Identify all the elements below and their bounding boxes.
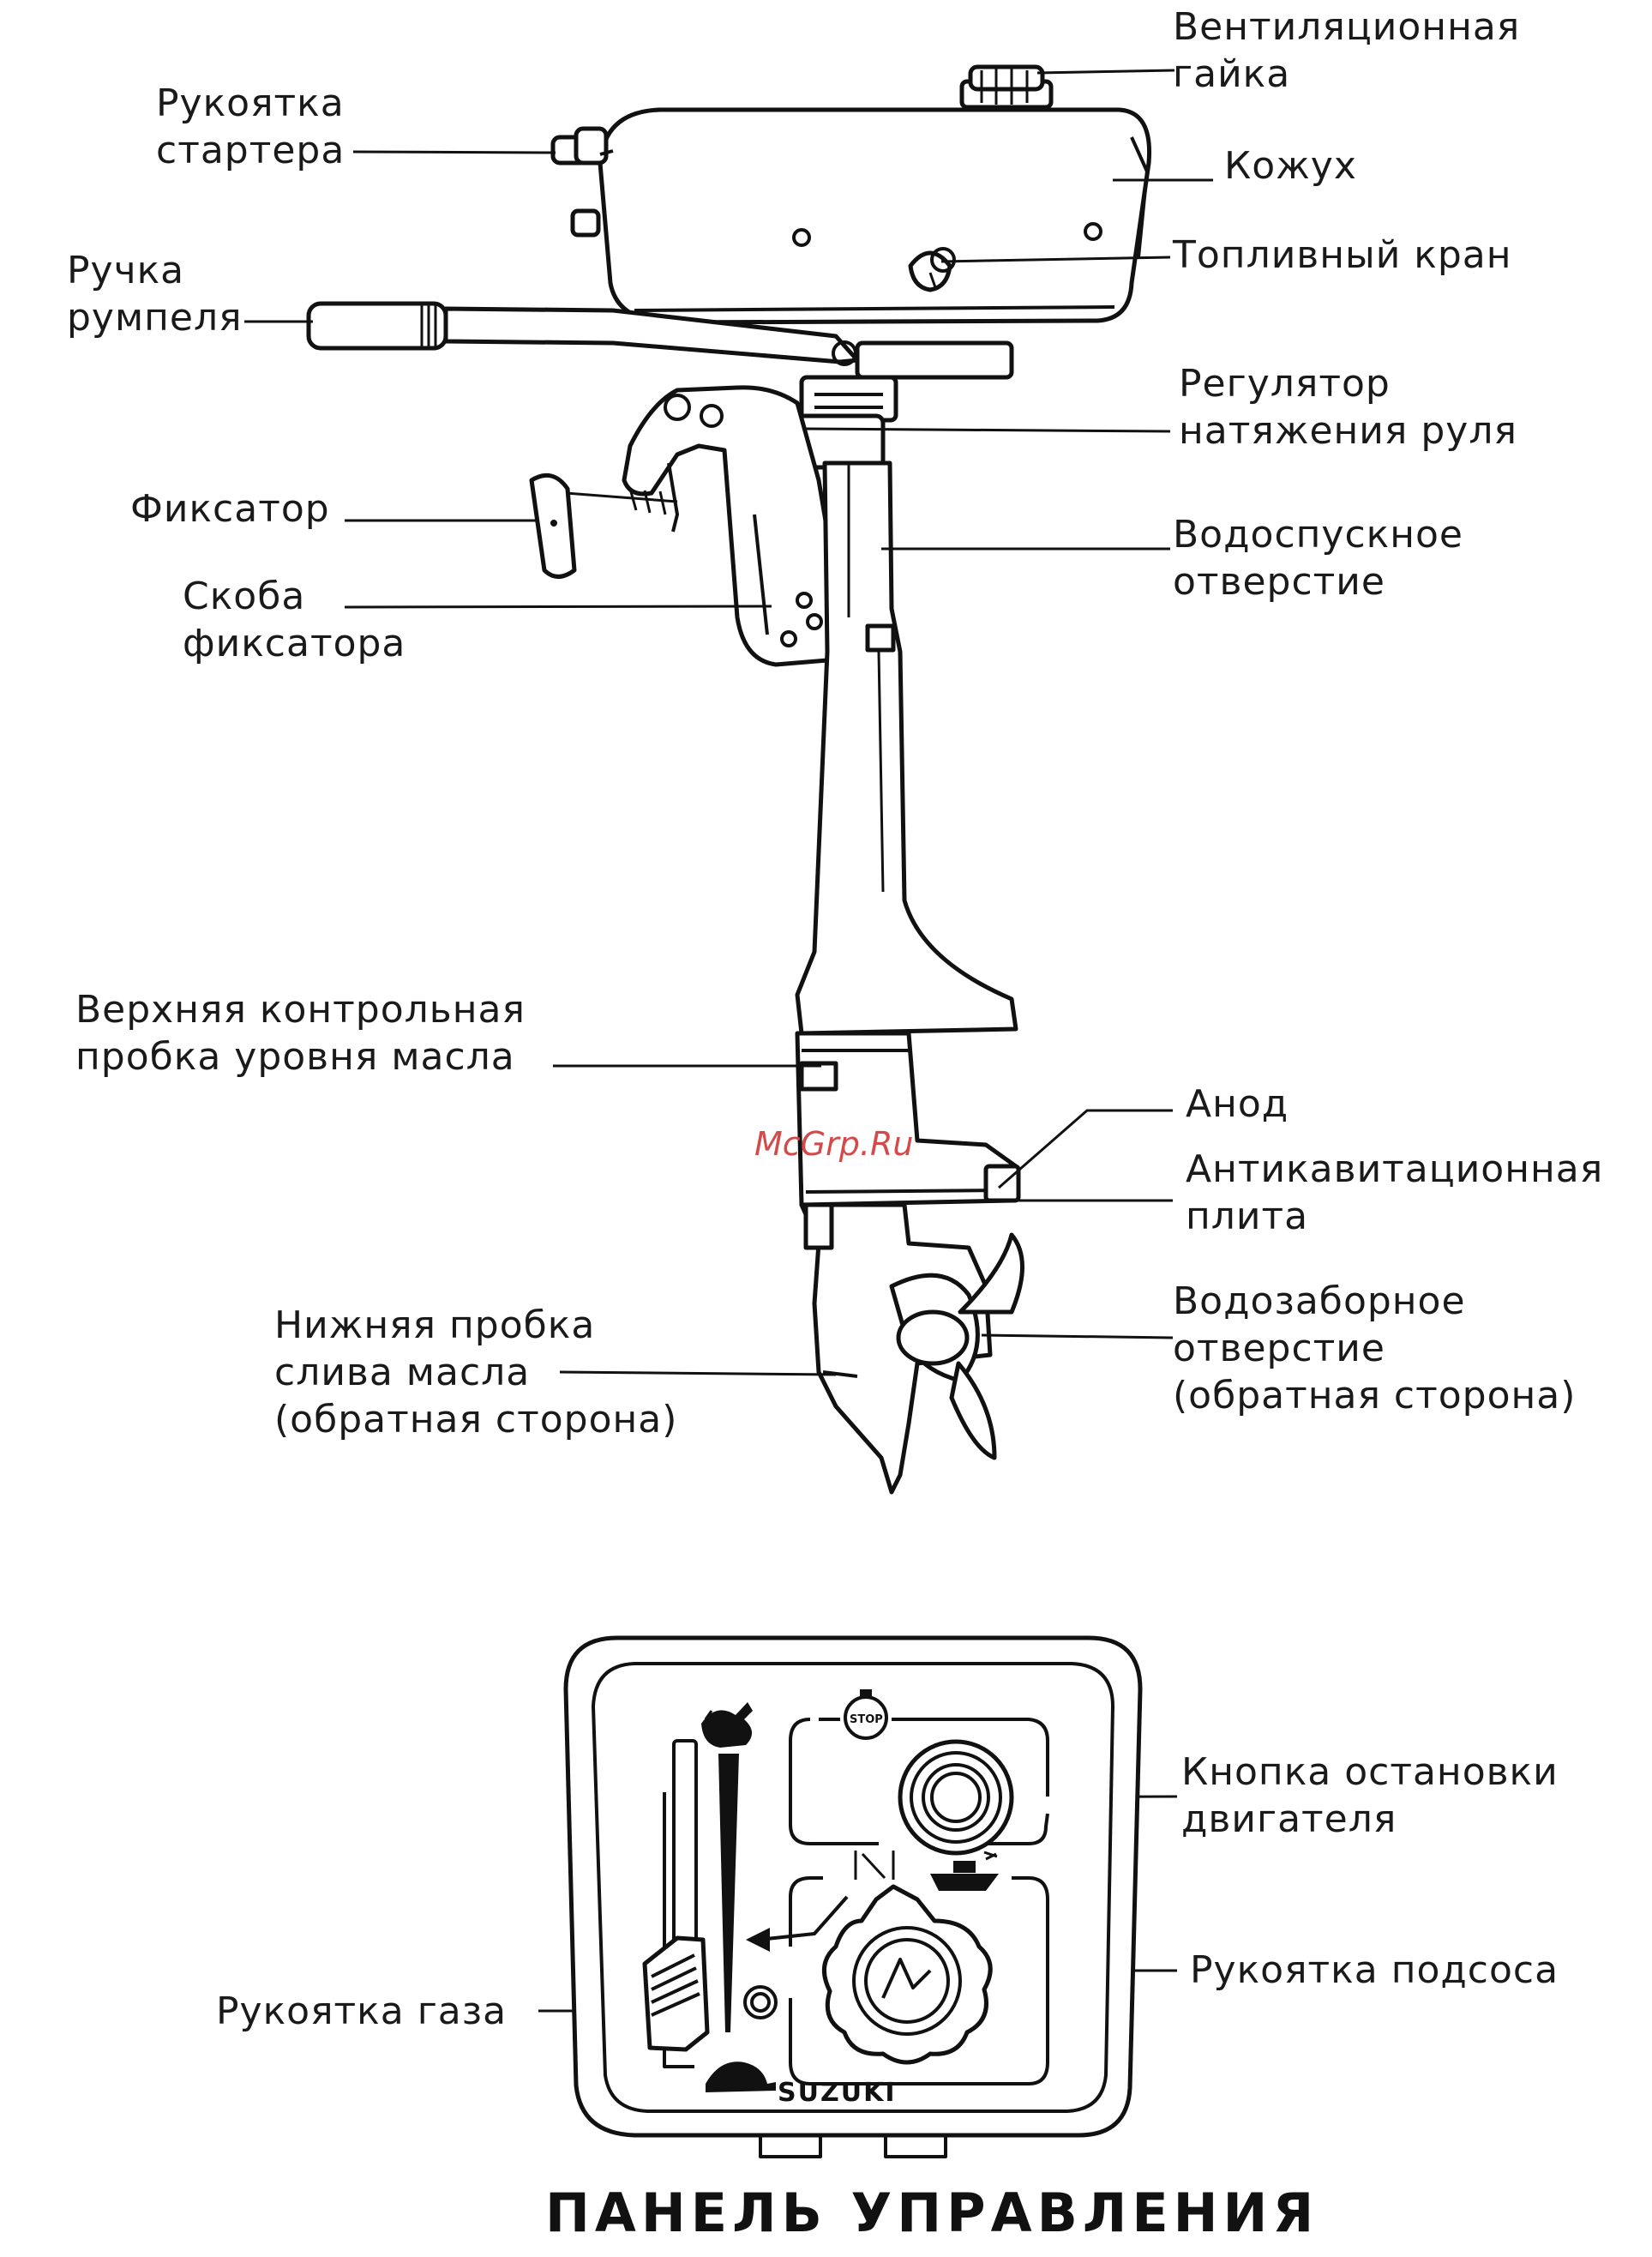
throttle-grip-part [642, 1935, 710, 2052]
panel-labels: Кнопка остановки двигателя Рукоятка подс… [216, 1750, 1571, 2033]
tiller-handle-part [306, 301, 860, 366]
choke-symbol-icon [854, 1851, 895, 1880]
arrow-icon [746, 1895, 849, 1952]
label-throttle-grip: Рукоятка газа [216, 1989, 507, 2033]
fuel-cock-part [908, 247, 956, 292]
label-oil-level-plug: Верхняя контрольная пробка уровня масла [75, 988, 538, 1079]
label-oil-drain-plug: Нижняя пробка слива масла (обратная стор… [274, 1303, 677, 1441]
propeller-part [889, 1232, 1024, 1460]
clamp-screw-part [529, 472, 678, 579]
brand-text: SUZUKI [778, 2078, 897, 2108]
label-anode: Анод [1186, 1082, 1289, 1126]
watermark: McGrp.Ru [754, 1125, 913, 1163]
slow-turtle-icon [706, 2061, 776, 2092]
stop-icon: STOP [844, 1689, 888, 1740]
label-clamp-bracket: Скоба фиксатора [183, 575, 405, 665]
label-steering-adjuster: Регулятор натяжения руля [1179, 362, 1517, 453]
choke-knob-part [821, 1884, 993, 2065]
control-panel-illustration: STOP [563, 1635, 1143, 2158]
label-stop-button: Кнопка остановки двигателя [1181, 1750, 1571, 1841]
clamp-bracket-part [622, 385, 846, 667]
label-clamp-screw: Фиксатор [130, 487, 330, 531]
label-choke-knob: Рукоятка подсоса [1190, 1948, 1559, 1992]
panel-title: ПАНЕЛЬ УПРАВЛЕНИЯ [545, 2182, 1319, 2244]
svg-text:STOP: STOP [850, 1713, 883, 1726]
label-tiller-handle: Ручка румпеля [67, 249, 243, 340]
engine-labels: Вентиляционная гайка Рукоятка стартера К… [67, 5, 1616, 1441]
label-anti-cavitation: Антикавитационная плита [1186, 1147, 1616, 1238]
label-vent-screw: Вентиляционная гайка [1173, 5, 1533, 96]
label-water-drain: Водоспускное отверстие [1173, 513, 1476, 604]
engine-illustration [306, 64, 1152, 1495]
label-starter-handle: Рукоятка стартера [156, 81, 357, 172]
starter-handle-part [550, 126, 614, 238]
fast-rabbit-icon [701, 1702, 753, 1748]
label-water-intake: Водозаборное отверстие (обратная сторона… [1173, 1279, 1576, 1417]
boat-icon [930, 1851, 999, 1891]
cowling-part [598, 107, 1152, 325]
vent-screw-part [959, 64, 1054, 110]
label-fuel-cock: Топливный кран [1172, 233, 1512, 277]
stop-button-part [898, 1739, 1014, 1856]
label-cowling: Кожух [1224, 144, 1357, 188]
